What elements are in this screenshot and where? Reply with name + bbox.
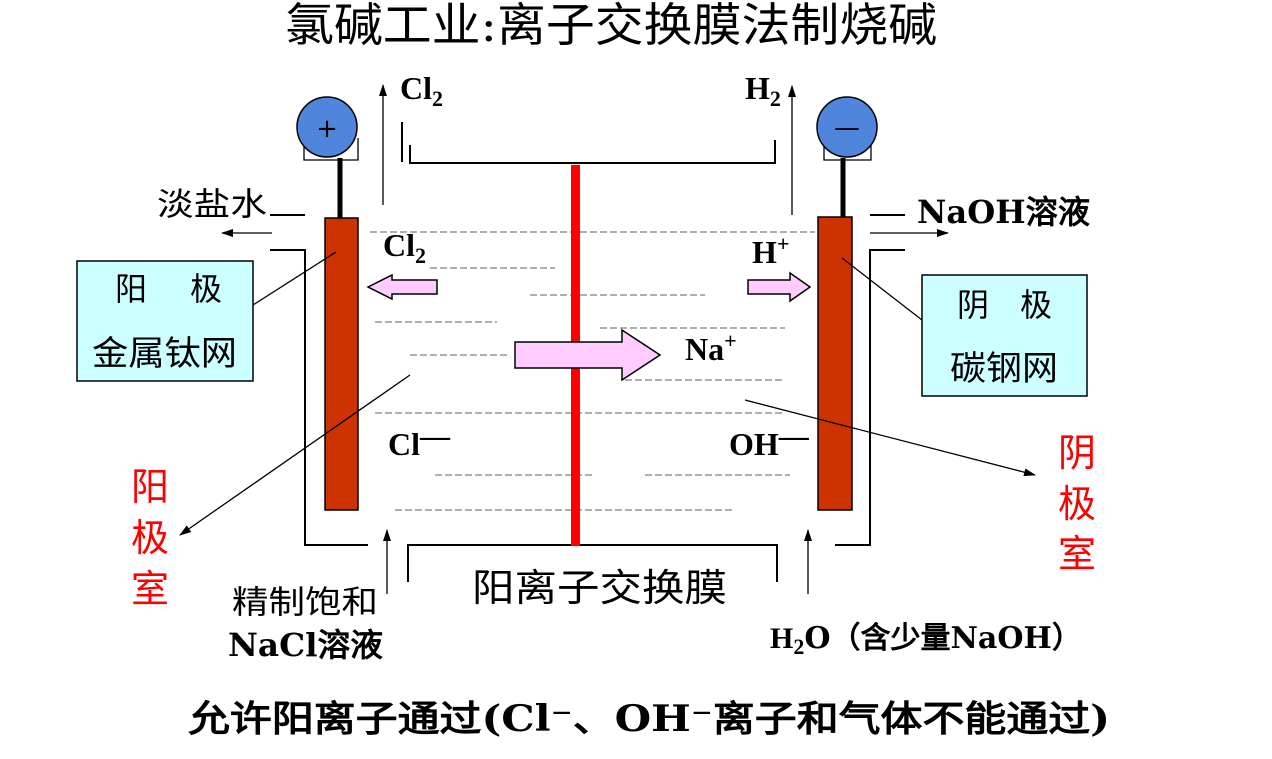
water-feed-h: H	[770, 622, 793, 655]
hydroxide-ion-charge: —	[778, 420, 810, 453]
cathode-chamber-char: 极	[1058, 482, 1096, 526]
anode-terminal-group: +	[296, 96, 359, 218]
leader-lines	[179, 251, 1036, 536]
cathode-chamber-char: 阴	[1058, 431, 1096, 475]
anode-name: 阳 极	[115, 270, 222, 308]
water-feed-subscript: 2	[793, 634, 804, 659]
anode-chamber-char: 室	[131, 567, 169, 611]
anode-label-box: 阳 极 金属钛网	[76, 260, 254, 382]
cathode-minus-sign: —	[834, 113, 860, 143]
nacl-feed-label-line1: 精制饱和	[232, 583, 378, 621]
sodium-ion-symbol: Na	[685, 331, 724, 367]
anode-electrode	[324, 217, 359, 511]
chlorine-gas-label: Cl2	[383, 227, 426, 268]
hydrogen-ion-charge: +	[777, 231, 790, 256]
water-feed-rest: O（含少量NaOH）	[804, 621, 1081, 656]
naoh-solution-outlet-label: NaOH溶液	[917, 193, 1090, 231]
cathode-electrode	[817, 216, 853, 511]
bottom-cell-wall	[407, 544, 778, 582]
cathode-terminal	[816, 96, 878, 158]
chloride-to-anode-arrow	[366, 273, 438, 301]
ion-arrows	[366, 271, 812, 382]
cathode-chamber-pointer	[744, 399, 1036, 477]
water-feed-label: H2O（含少量NaOH）	[770, 621, 1082, 659]
chlorine-outlet-label: Cl2	[400, 70, 443, 111]
sodium-ion-charge: +	[724, 328, 737, 353]
chlorine-symbol: Cl	[400, 70, 432, 106]
top-cell-wall	[409, 140, 776, 164]
anode-chamber-label: 阳 极 室	[131, 465, 169, 611]
cathode-label-box: 阴 极 碳钢网	[921, 274, 1088, 397]
chlorine-gas-subscript: 2	[415, 243, 426, 268]
anode-plus-sign: +	[316, 114, 338, 144]
cathode-name: 阴 极	[957, 286, 1052, 324]
chloride-ion-label: Cl—	[388, 420, 451, 462]
sodium-ion-migration-arrow	[514, 328, 662, 382]
anode-terminal	[296, 96, 358, 158]
chlorine-subscript: 2	[432, 86, 443, 111]
anode-label-leader	[252, 251, 337, 306]
chloride-ion-symbol: Cl	[388, 426, 420, 462]
anode-label-box-bg	[76, 260, 254, 382]
electrolyte-solution	[370, 231, 815, 511]
hydrogen-ion-label: H+	[752, 231, 789, 270]
anode-chamber-pointer	[179, 374, 411, 536]
page-title: 氯碱工业:离子交换膜法制烧碱	[285, 0, 937, 52]
cathode-chamber-char: 室	[1058, 532, 1096, 576]
cathode-chamber-label: 阴 极 室	[1058, 431, 1096, 576]
anode-chamber-char: 极	[131, 516, 169, 560]
footer-note: 允许阳离子通过(Cl⁻、OH⁻离子和气体不能通过)	[188, 698, 1110, 740]
hydroxide-ion-label: OH—	[729, 420, 810, 462]
cell-walls	[270, 122, 905, 582]
flow-arrows	[221, 84, 949, 594]
nacl-feed-label-line2: NaCl溶液	[228, 626, 383, 664]
left-cell-wall	[270, 249, 368, 546]
cathode-label-leader	[841, 257, 923, 321]
dilute-brine-outlet-label: 淡盐水	[157, 185, 267, 223]
hydrogen-symbol: H	[745, 70, 770, 106]
anode-chamber-char: 阳	[131, 465, 169, 509]
hydrogen-ion-symbol: H	[752, 234, 777, 270]
cathode-label-box-bg	[921, 274, 1088, 397]
hydroxide-ion-symbol: OH	[729, 426, 779, 462]
chlorine-gas-symbol: Cl	[383, 227, 415, 263]
sodium-ion-label: Na+	[685, 328, 737, 367]
hydrogen-outlet-label: H2	[745, 70, 781, 111]
cathode-material: 碳钢网	[950, 349, 1058, 389]
hydrogen-subscript: 2	[770, 86, 781, 111]
anode-material: 金属钛网	[92, 334, 237, 374]
right-cell-wall	[835, 249, 905, 546]
chloride-ion-charge: —	[419, 420, 451, 453]
hydrogen-ion-to-cathode-arrow	[747, 271, 812, 303]
cathode-terminal-group: —	[816, 96, 878, 217]
membrane-label: 阳离子交换膜	[472, 566, 727, 610]
